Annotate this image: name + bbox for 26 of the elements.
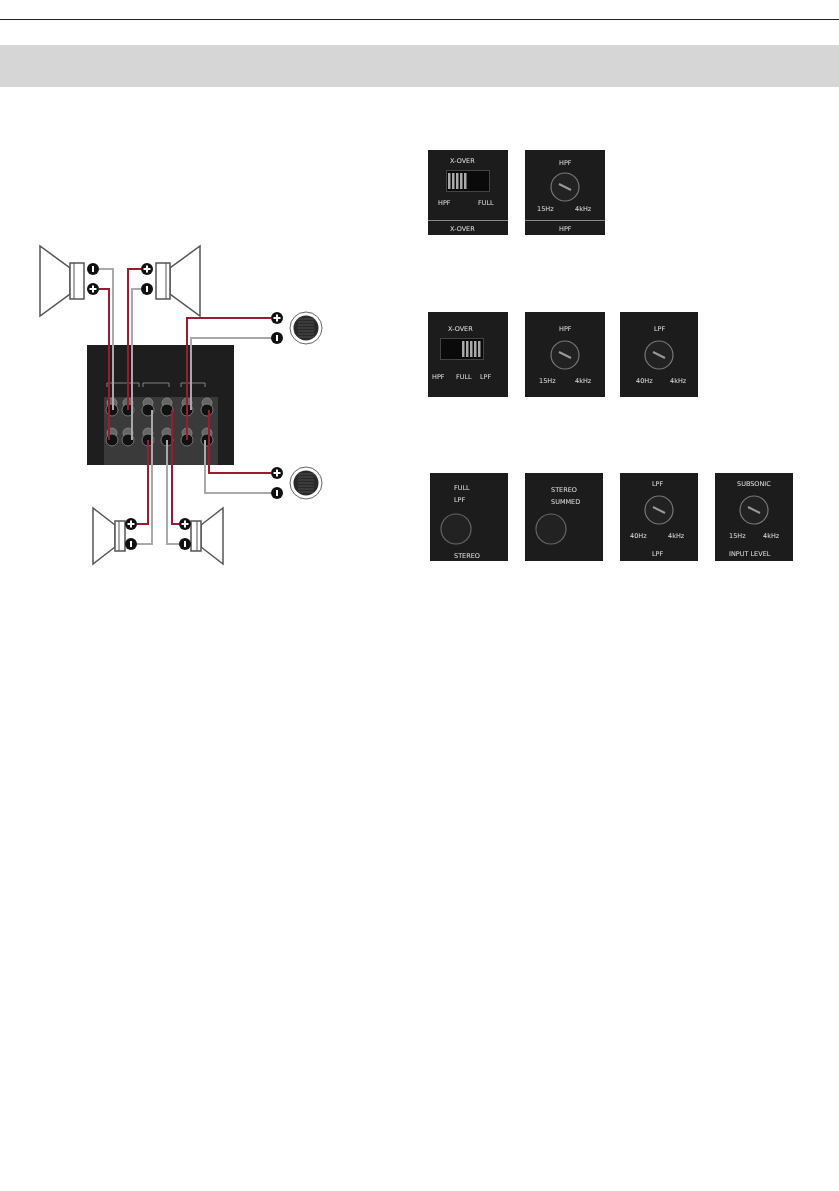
control-panel-photo xyxy=(430,473,508,561)
wire xyxy=(136,439,149,525)
wire xyxy=(166,439,180,545)
control-panel-photo xyxy=(428,150,508,235)
wire xyxy=(98,268,114,411)
wire xyxy=(190,337,272,411)
wire xyxy=(208,409,272,474)
woofer-speaker-drawing xyxy=(140,243,202,319)
wire xyxy=(127,268,142,411)
wire xyxy=(131,288,142,441)
wire xyxy=(171,409,180,525)
control-panel-photo xyxy=(525,312,605,397)
control-panel-photo xyxy=(620,473,698,561)
control-panel-photo xyxy=(620,312,698,397)
control-panel-photo xyxy=(525,150,605,235)
woofer-speaker-drawing xyxy=(179,505,225,567)
wire xyxy=(186,317,272,441)
wire xyxy=(98,288,110,441)
control-panel-photo xyxy=(715,473,793,561)
control-panel-photo xyxy=(428,312,508,397)
woofer-speaker-drawing xyxy=(91,505,137,567)
woofer-speaker-drawing xyxy=(38,243,100,319)
control-panel-photo xyxy=(525,473,603,561)
wire xyxy=(136,409,153,545)
amplifier-terminal-drawing xyxy=(87,345,234,465)
wire xyxy=(204,439,272,494)
